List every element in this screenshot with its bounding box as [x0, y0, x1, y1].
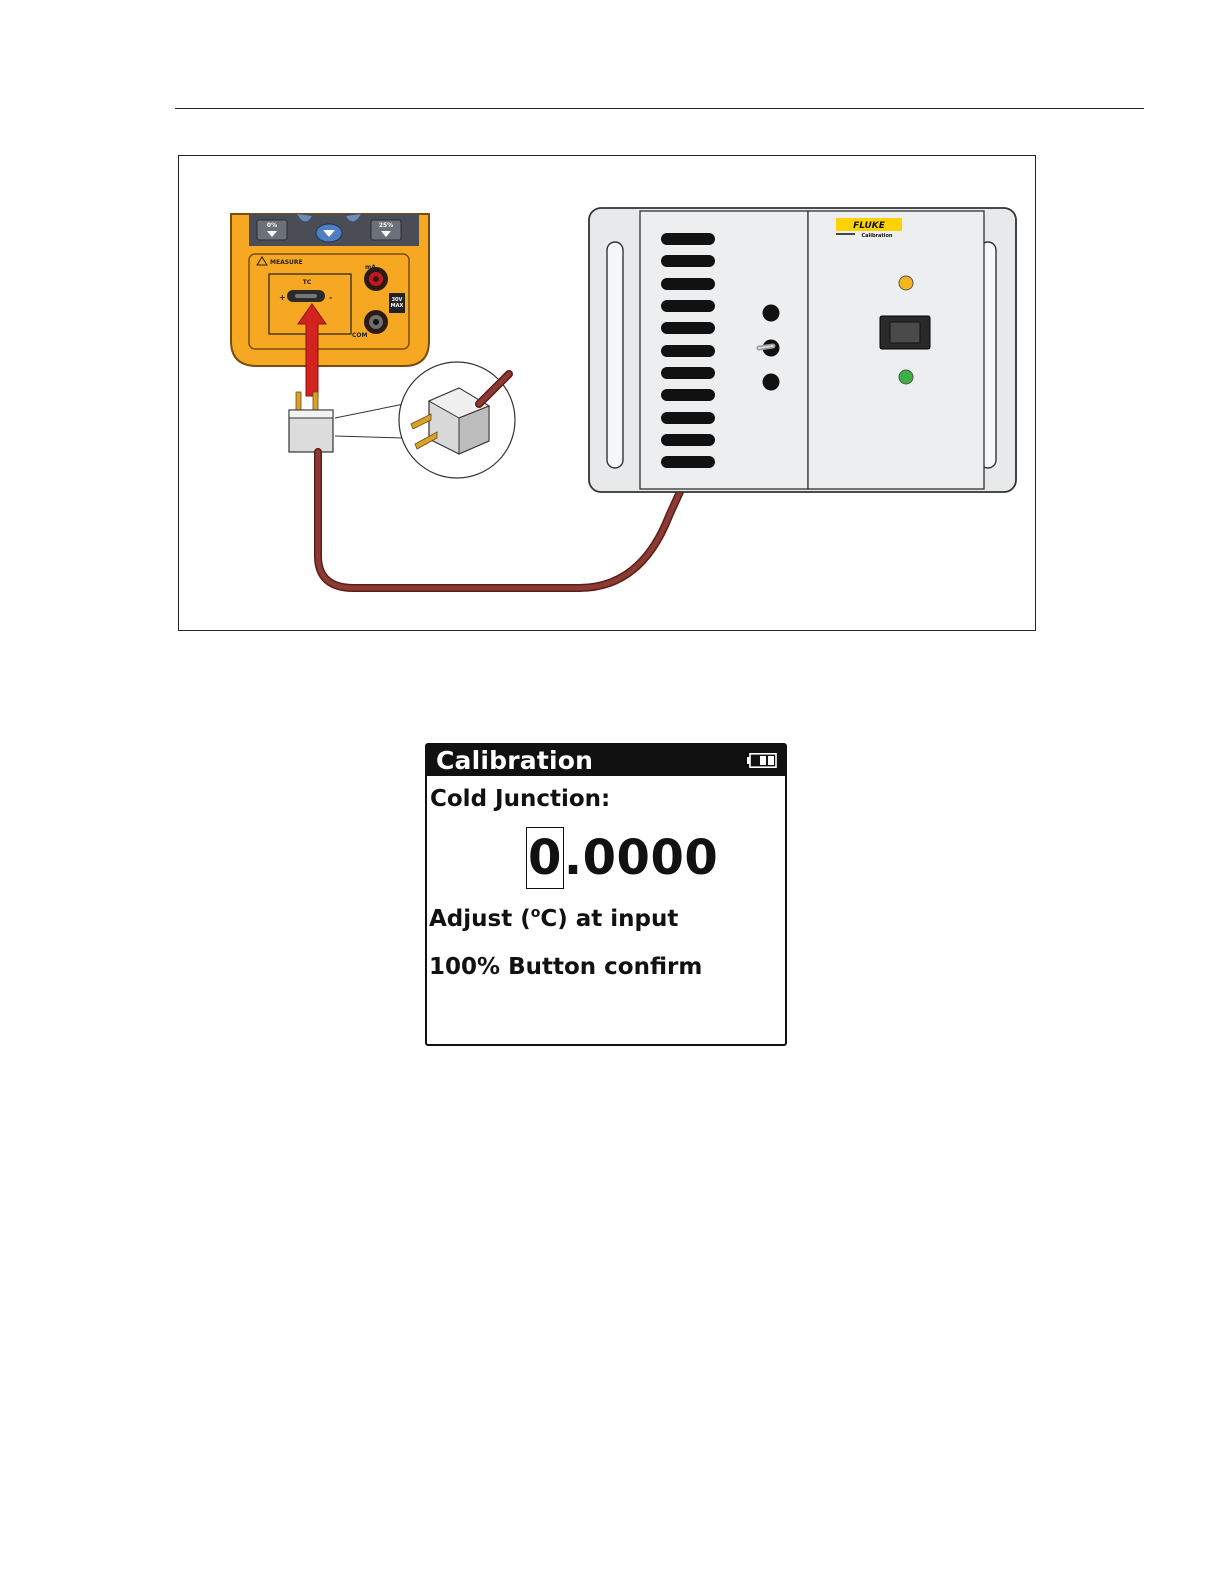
adjust-instruction: Adjust (oC) at input: [429, 905, 678, 936]
cursor-digit[interactable]: 0: [526, 827, 564, 889]
calibrator-device: FLUKE Calibration: [589, 208, 1016, 492]
plug-zoom-callout: [399, 362, 515, 478]
indicator-light-amber: [899, 276, 913, 290]
tc-mini-plug: [289, 392, 333, 452]
connection-diagram: 0% 25% MEASURE TC + - mA COM: [179, 156, 1037, 632]
cold-junction-label: Cold Junction:: [430, 785, 610, 813]
well-hole-1: [763, 305, 780, 322]
degree-symbol: o: [531, 905, 541, 921]
lcd-title: Calibration: [436, 746, 593, 776]
fluke-logo: FLUKE: [853, 221, 886, 231]
lcd-header: Calibration: [427, 745, 785, 776]
com-label: COM: [352, 332, 368, 339]
indicator-light-green: [899, 370, 913, 384]
meter-btn-right-label: 25%: [379, 222, 393, 229]
tc-minus-label: -: [329, 293, 332, 302]
well-hole-3: [763, 374, 780, 391]
adjust-prefix: Adjust (: [429, 906, 531, 932]
value-rest: .0000: [564, 830, 718, 886]
adjust-suffix: C) at input: [540, 906, 678, 932]
meter-btn-left-label: 0%: [267, 222, 277, 229]
lcd-screen: Calibration Cold Junction: 0.0000 Adjust…: [425, 743, 787, 1046]
header-rule: [175, 108, 1144, 109]
connection-figure: 0% 25% MEASURE TC + - mA COM: [178, 155, 1036, 631]
meter-device: 0% 25% MEASURE TC + - mA COM: [231, 214, 429, 366]
battery-icon: [747, 753, 777, 768]
tc-plus-label: +: [279, 293, 286, 302]
meter-section-label: MEASURE: [270, 259, 303, 266]
tc-label: TC: [303, 279, 312, 286]
cold-junction-value[interactable]: 0.0000: [526, 827, 718, 889]
max-voltage-label-2: MAX: [391, 303, 404, 309]
fluke-logo-sub: Calibration: [862, 233, 893, 239]
confirm-instruction: 100% Button confirm: [429, 953, 702, 981]
